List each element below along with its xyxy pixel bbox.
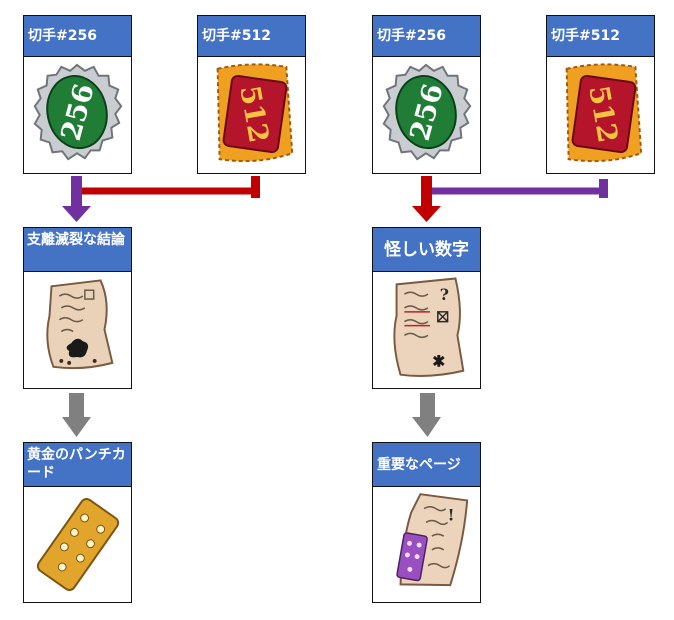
arrow-head-gray-left-1 bbox=[62, 417, 91, 437]
connector-tick-purple-right bbox=[599, 179, 608, 198]
arrow-head-gray-right-1 bbox=[412, 417, 441, 437]
right-result-card: 怪しい数字 ? bbox=[372, 227, 481, 389]
right-final-card: 重要なページ ! bbox=[372, 442, 481, 603]
golden-punch-card-icon bbox=[24, 487, 131, 602]
arrow-shaft-gray-right-1 bbox=[420, 393, 435, 418]
arrow-shaft-gray-left-1 bbox=[69, 393, 84, 418]
stamp-256-green-icon: 256 bbox=[24, 57, 131, 173]
card-title: 切手#256 bbox=[373, 16, 480, 57]
left-stamp-256-card: 切手#256 256 bbox=[23, 15, 132, 174]
right-stamp-256-card: 切手#256 256 bbox=[372, 15, 481, 174]
left-stamp-512-card: 切手#512 512 bbox=[197, 15, 306, 174]
stamp-512-red-icon: 512 bbox=[547, 57, 654, 173]
suspicious-note-icon: ? bbox=[373, 272, 480, 388]
connector-tick-red-left bbox=[251, 176, 260, 198]
arrow-shaft-purple-left bbox=[71, 176, 82, 208]
left-result-card: 支離滅裂な結論 bbox=[23, 227, 132, 389]
right-stamp-512-card: 切手#512 512 bbox=[546, 15, 655, 174]
arrow-head-purple-left bbox=[62, 206, 91, 222]
card-title: 黄金のパンチカード bbox=[24, 443, 131, 487]
left-final-card: 黄金のパンチカード bbox=[23, 442, 132, 603]
card-title: 怪しい数字 bbox=[373, 228, 480, 272]
svg-text:?: ? bbox=[440, 285, 449, 304]
card-title: 支離滅裂な結論 bbox=[24, 228, 131, 272]
card-title: 切手#512 bbox=[547, 16, 654, 57]
arrow-head-red-right bbox=[412, 206, 441, 222]
card-title: 切手#256 bbox=[24, 16, 131, 57]
stamp-256-green-icon: 256 bbox=[373, 57, 480, 173]
svg-text:!: ! bbox=[448, 505, 455, 524]
important-page-icon: ! bbox=[373, 487, 480, 602]
card-title: 切手#512 bbox=[198, 16, 305, 57]
stamp-512-red-icon: 512 bbox=[198, 57, 305, 173]
card-title: 重要なページ bbox=[373, 443, 480, 487]
arrow-shaft-red-right bbox=[421, 176, 432, 208]
burnt-note-icon bbox=[24, 272, 131, 388]
